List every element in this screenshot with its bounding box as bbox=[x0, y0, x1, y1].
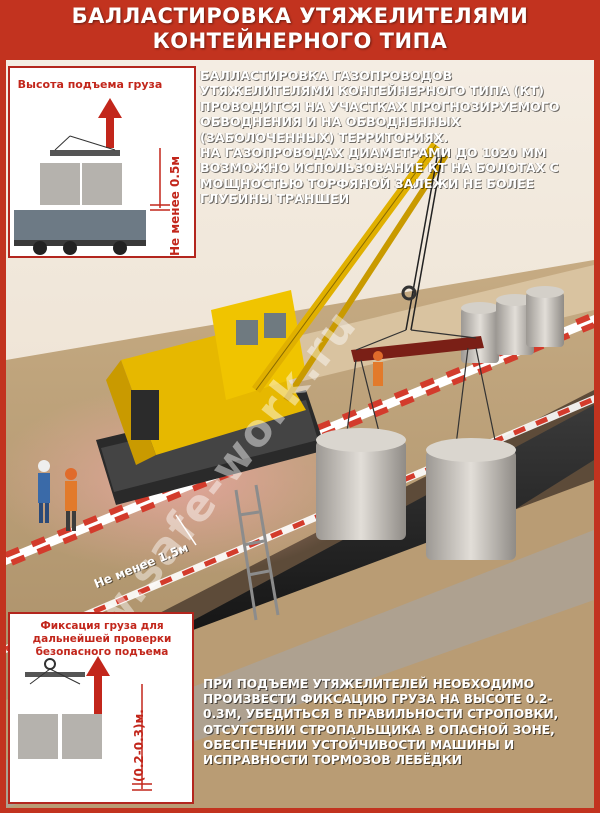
title-line-1: БАЛЛАСТИРОВКА УТЯЖЕЛИТЕЛЯМИ bbox=[71, 4, 529, 28]
arrow-up-icon bbox=[98, 98, 122, 118]
inset-top-caption: Высота подъема груза bbox=[17, 78, 163, 91]
inset-bottom-vertical-label: (0.2-0.3)м. bbox=[132, 709, 146, 782]
safety-text: ПРИ ПОДЪЕМЕ УТЯЖЕЛИТЕЛЕЙ НЕОБХОДИМО ПРОИ… bbox=[203, 677, 559, 768]
arrow-up-icon bbox=[86, 656, 110, 676]
trench-ladder bbox=[234, 484, 280, 621]
hanging-containers bbox=[316, 428, 516, 560]
container-stack bbox=[461, 286, 564, 363]
inset-top-diagram bbox=[14, 98, 170, 255]
poster-title: БАЛЛАСТИРОВКА УТЯЖЕЛИТЕЛЯМИ КОНТЕЙНЕРНОГ… bbox=[0, 4, 600, 54]
inset-top-vertical-label: Не менее 0.5м bbox=[168, 155, 182, 256]
spreader-beam bbox=[345, 329, 497, 446]
intro-paragraph-2: НА ГАЗОПРОВОДАХ ДИАМЕТРАМИ ДО 1020 ММ ВО… bbox=[200, 145, 559, 207]
inset-fixation: Фиксация груза для дальнейшей проверки б… bbox=[8, 612, 194, 804]
title-line-2: КОНТЕЙНЕРНОГО ТИПА bbox=[152, 29, 448, 53]
distance-marker bbox=[175, 514, 197, 546]
inset-bottom-diagram bbox=[18, 656, 152, 791]
pipelayer-crane bbox=[96, 142, 449, 505]
inset-lift-height: Высота подъема груза Не менее 0.5м bbox=[8, 66, 196, 258]
intro-text: БАЛЛАСТИРОВКА ГАЗОПРОВОДОВ УТЯЖЕЛИТЕЛЯМИ… bbox=[200, 68, 570, 207]
workers bbox=[38, 351, 383, 531]
intro-paragraph-1: БАЛЛАСТИРОВКА ГАЗОПРОВОДОВ УТЯЖЕЛИТЕЛЯМИ… bbox=[200, 68, 560, 145]
inset-bottom-caption: Фиксация груза для дальнейшей проверки б… bbox=[32, 620, 172, 658]
